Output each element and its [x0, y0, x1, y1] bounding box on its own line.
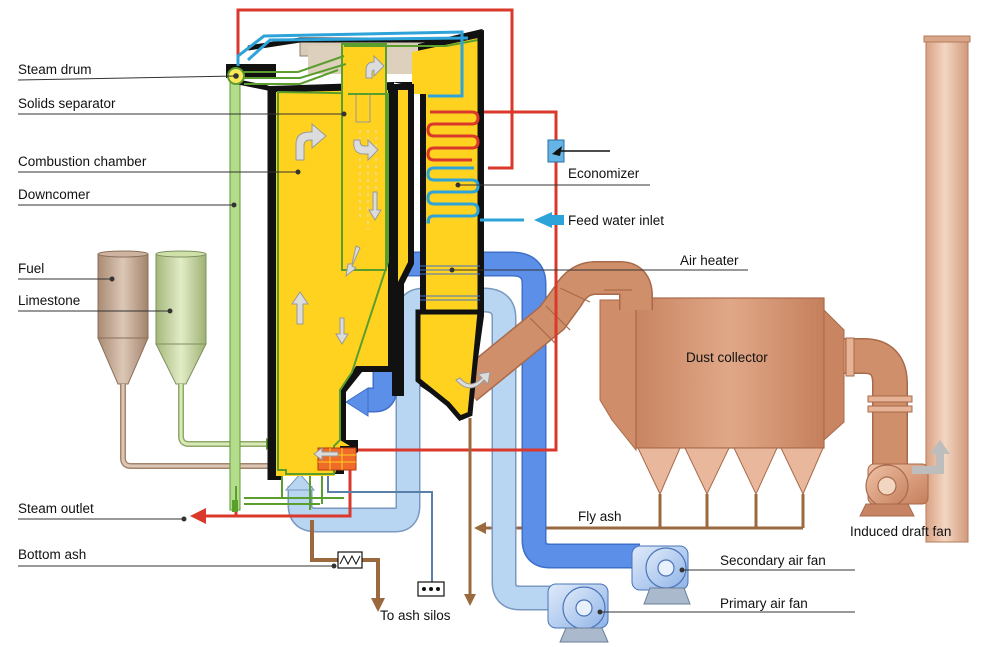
- stack: [923, 35, 971, 543]
- bottom-ash-line: [310, 520, 385, 612]
- loop-seal: [317, 447, 357, 471]
- fuel-silo: [97, 250, 278, 472]
- label-combustion-chamber: Combustion chamber: [18, 154, 147, 169]
- leader-lines: [17, 75, 855, 613]
- primary-air-fan: [547, 583, 609, 643]
- water-tubes: [235, 55, 386, 510]
- label-secondary-air-fan: Secondary air fan: [720, 553, 826, 568]
- back-pass: [344, 30, 484, 421]
- label-primary-air-fan: Primary air fan: [720, 596, 808, 611]
- limestone-silo: [155, 250, 276, 450]
- label-air-heater: Air heater: [680, 253, 739, 268]
- flow-arrows: [291, 54, 491, 461]
- economizer-valve: [547, 139, 610, 163]
- economizer-coil: [426, 166, 524, 224]
- secondary-air-fan: [631, 545, 691, 605]
- dust-collector: [486, 297, 845, 530]
- label-economizer: Economizer: [568, 166, 640, 181]
- feed-water-inlet-arrow: [534, 212, 552, 228]
- label-limestone: Limestone: [18, 293, 80, 308]
- flue-duct-to-stack: [844, 337, 913, 468]
- superheater-tubes: [236, 30, 469, 98]
- primary-air-duct: [284, 287, 560, 611]
- label-feed-water-inlet: Feed water inlet: [568, 213, 664, 228]
- leader-dots: [109, 73, 685, 615]
- induced-draft-fan: [859, 440, 950, 517]
- label-dust-collector: Dust collector: [686, 350, 768, 365]
- flue-duct-to-collector: [455, 261, 653, 402]
- label-fly-ash: Fly ash: [578, 509, 622, 524]
- ash-silo-line: [327, 476, 445, 597]
- fly-ash-line: [464, 418, 486, 606]
- superheater-coil: [426, 110, 480, 162]
- feed-water-inlet-pipe: [552, 215, 564, 225]
- label-steam-drum: Steam drum: [18, 62, 92, 77]
- downcomer: [229, 79, 241, 512]
- label-downcomer: Downcomer: [18, 187, 91, 202]
- label-induced-draft-fan: Induced draft fan: [850, 524, 951, 539]
- label-to-ash-silos: To ash silos: [380, 608, 451, 623]
- steam-outlet-arrow: [190, 508, 206, 524]
- label-steam-outlet: Steam outlet: [18, 501, 94, 516]
- label-bottom-ash: Bottom ash: [18, 547, 86, 562]
- label-fuel: Fuel: [18, 261, 44, 276]
- label-solids-separator: Solids separator: [18, 96, 116, 111]
